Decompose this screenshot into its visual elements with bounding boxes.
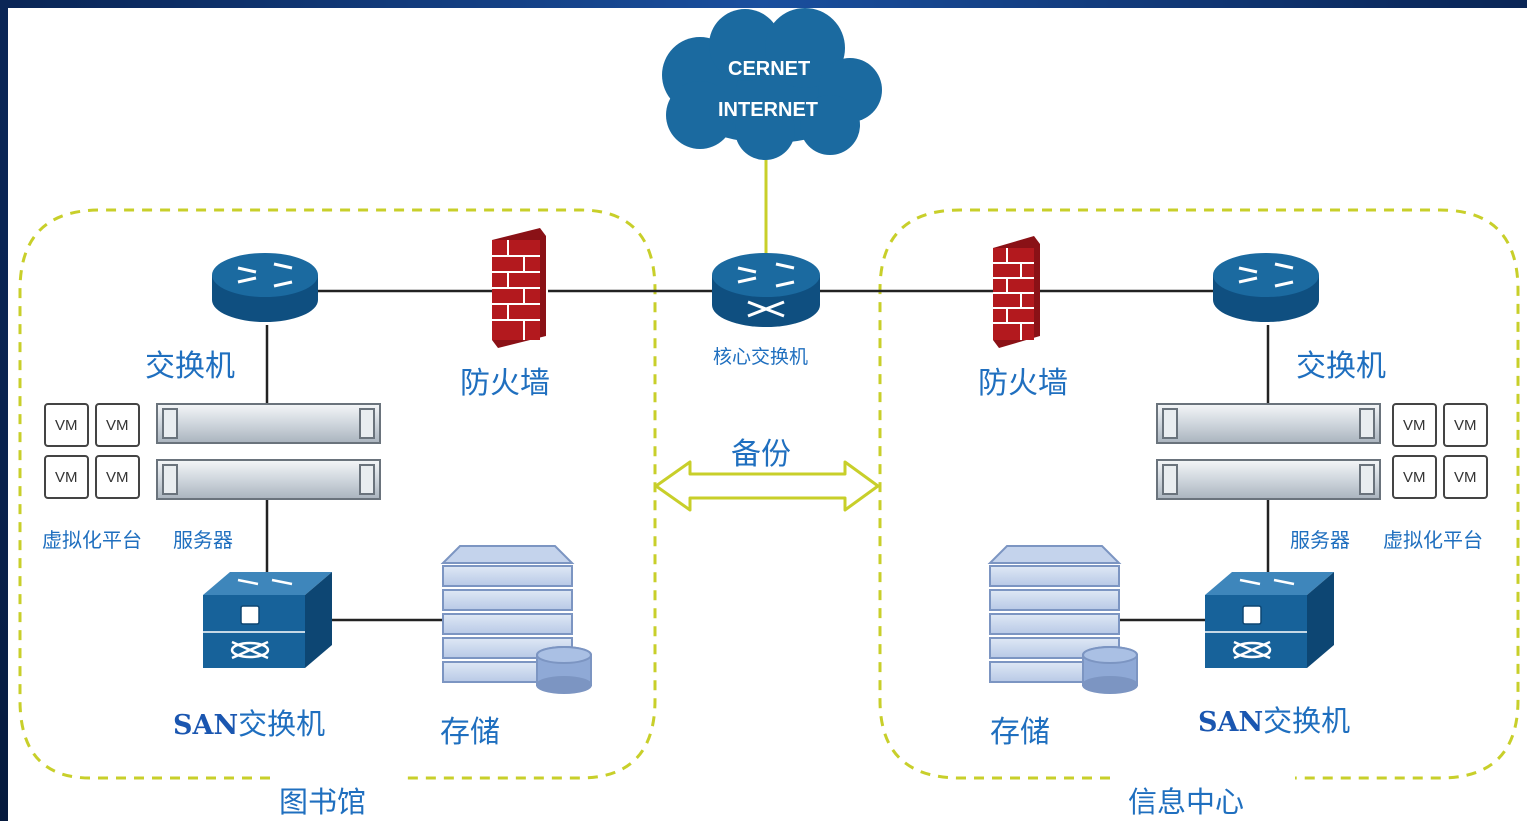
vm-grid-right: VM VM VM VM bbox=[1392, 403, 1488, 499]
cloud-icon bbox=[662, 8, 882, 160]
right-server-label: 服务器 bbox=[1290, 528, 1350, 552]
left-storage-label: 存储 bbox=[440, 715, 500, 750]
vm-label: VM bbox=[1454, 469, 1477, 486]
backup-arrow bbox=[654, 460, 880, 512]
storage-icon bbox=[440, 545, 592, 694]
router-icon bbox=[212, 253, 318, 322]
vm-label: VM bbox=[106, 469, 129, 486]
vm-label: VM bbox=[1454, 417, 1477, 434]
san-suffix: 交换机 bbox=[1263, 704, 1351, 738]
left-server-label: 服务器 bbox=[173, 528, 233, 552]
firewall-icon bbox=[492, 228, 546, 348]
backup-label: 备份 bbox=[731, 437, 791, 472]
left-san-switch-label: SAN交换机 bbox=[173, 701, 325, 743]
zone-boundary-left bbox=[18, 208, 657, 780]
diagram-canvas: VM VM VM VM VM VM VM VM bbox=[8, 8, 1527, 821]
server-icon bbox=[156, 403, 381, 500]
vm-grid-left: VM VM VM VM bbox=[44, 403, 140, 499]
left-virtualization-label: 虚拟化平台 bbox=[42, 528, 142, 552]
san-prefix: SAN bbox=[1198, 707, 1264, 738]
left-switch-label: 交换机 bbox=[145, 349, 235, 384]
zone-boundary-right bbox=[878, 208, 1520, 780]
left-site-name: 图书馆 bbox=[279, 785, 367, 819]
right-storage-label: 存储 bbox=[990, 715, 1050, 750]
right-switch-label: 交换机 bbox=[1296, 349, 1386, 384]
cloud-label-line1: CERNET bbox=[728, 58, 811, 80]
vm-label: VM bbox=[55, 417, 78, 434]
right-site-name: 信息中心 bbox=[1128, 785, 1245, 819]
san-switch-icon bbox=[1205, 572, 1334, 668]
connection-lines bbox=[265, 289, 1270, 622]
vm-label: VM bbox=[55, 469, 78, 486]
vm-label: VM bbox=[106, 417, 129, 434]
vm-label: VM bbox=[1403, 469, 1426, 486]
san-switch-icon bbox=[203, 572, 332, 668]
core-switch-label: 核心交换机 bbox=[713, 346, 809, 368]
right-firewall-label: 防火墙 bbox=[978, 366, 1068, 401]
san-suffix: 交换机 bbox=[238, 707, 326, 741]
left-firewall-label: 防火墙 bbox=[460, 366, 550, 401]
storage-icon bbox=[987, 545, 1138, 694]
core-switch-icon bbox=[712, 253, 820, 327]
right-virtualization-label: 虚拟化平台 bbox=[1383, 528, 1483, 552]
right-san-switch-label: SAN交换机 bbox=[1198, 698, 1350, 740]
san-prefix: SAN bbox=[173, 710, 239, 741]
firewall-icon bbox=[993, 236, 1040, 348]
vm-label: VM bbox=[1403, 417, 1426, 434]
network-diagram: VM VM VM VM VM VM VM VM bbox=[18, 8, 1520, 780]
router-icon bbox=[1213, 253, 1319, 322]
server-icon bbox=[1156, 403, 1381, 500]
cloud-label-line2: INTERNET bbox=[718, 99, 818, 121]
